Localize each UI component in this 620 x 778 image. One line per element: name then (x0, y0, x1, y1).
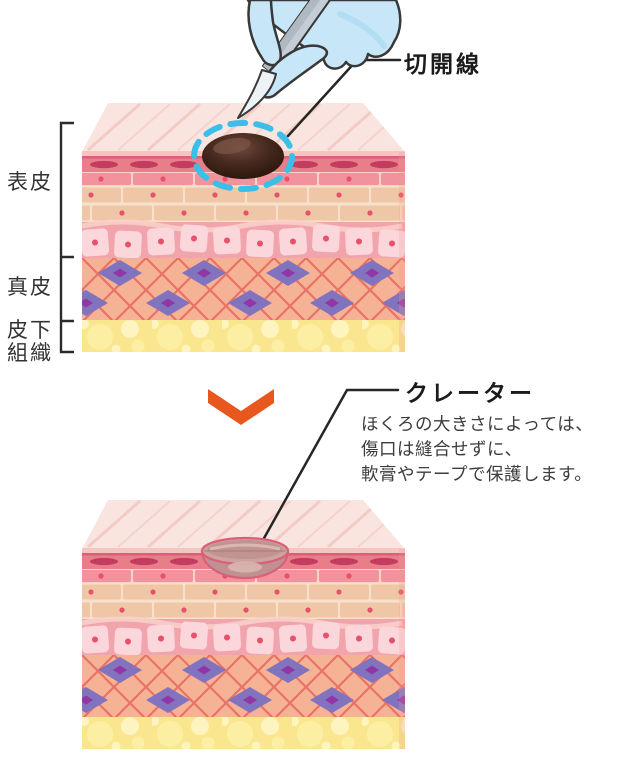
layer-label-dermis: 真皮 (7, 275, 53, 299)
crater-note: ほくろの大きさによっては、 傷口は縫合せずに、 軟膏やテープで保護します。 (361, 415, 594, 485)
layer-label-subcutaneous: 皮下組織 (7, 318, 53, 365)
mole (202, 133, 284, 179)
crater-leader-line (261, 388, 400, 542)
incision-line-label: 切開線 (404, 52, 482, 78)
scalpel-blade (237, 69, 277, 119)
gloved-hand (237, 0, 402, 119)
down-arrow-icon (208, 389, 274, 425)
layer-label-epidermis: 表皮 (7, 170, 53, 194)
layer-bracket (59, 121, 74, 354)
crater-label: クレーター (405, 381, 535, 407)
crater (200, 536, 290, 580)
incision-dashed-ellipse (191, 120, 295, 192)
